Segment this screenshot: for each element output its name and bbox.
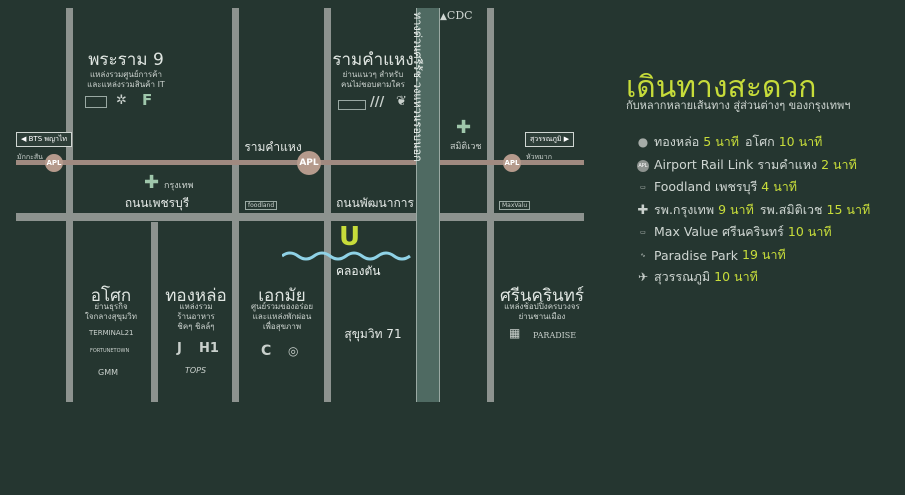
area-ramkhamhaeng-sub-2: คนไม่ชอบตามใคร [341,80,405,89]
area-srinakarin-title: ศรีนครินทร์ [499,286,584,306]
road-v-1 [66,8,73,402]
area-ramkhamhaeng-title: รามคำแหง [332,50,414,70]
hospital-bangkok-cross-icon: ✚ [144,172,160,193]
expressway [416,8,440,402]
tag-suvarnabhumi: สุวรรณภูมิ ▶ [525,132,575,147]
h1-logo: H1 [199,341,219,356]
area-rama9-title: พระราม 9 [88,50,164,70]
foodland-logo: foodland [245,201,278,210]
maxvalu-logo: MaxValu [499,201,531,210]
ramkham-logo-3-icon: ❦ [396,94,407,109]
cdc-logo: ▲CDC [440,9,473,22]
page-title: เดินทางสะดวก [626,70,817,105]
area-srinakarin-sub-1: แหล่งช้อปปิ้งครบวงจร [504,302,580,311]
triangle-icon: ▲ [440,12,447,22]
street-phatthanakan: ถนนพัฒนาการ [336,196,414,210]
legend-row-foodland: ▭ Foodland เพชรบุรี 4 นาที [636,177,797,197]
foodland-icon: ▭ [640,183,646,191]
fortunetown-logo: FORTUNETOWN [90,348,130,354]
plane-icon: ✈ [637,270,649,284]
page-subtitle: กับหลากหลายเส้นทาง สู่ส่วนต่างๆ ของกรุงเ… [626,99,851,112]
legend-row-suvarnabhumi: ✈ สุวรรณภูมิ 10 นาที [637,269,758,284]
area-thonglor-title: ทองหล่อ [165,286,227,306]
area-rama9-sub-1: แหล่งรวมศูนย์การค้า [89,70,162,79]
hospital-bangkok-label: กรุงเทพ [164,181,194,191]
arrow-right-icon: ▶ [563,135,570,143]
paradise-logo: PARADISE [533,331,577,340]
project-u-mark: U [339,222,361,252]
apl-station-makkasan: APL [45,154,63,172]
tag-bts-phayathai: ◀ BTS พญาไท [16,132,73,147]
dot-icon: ● [637,135,649,149]
area-ekkamai-sub-3: เพื่อสุขภาพ [262,322,302,331]
legend-row-hospital: ✚ รพ.กรุงเทพ 9 นาที รพ.สมิติเวช 15 นาที [637,202,871,218]
legend-row-maxvalu: ▭ Max Value ศรีนครินทร์ 10 นาที [636,222,831,242]
arrow-left-icon: ◀ [21,135,27,143]
street-ramkhamhaeng: รามคำแหง [244,140,302,154]
road-v-4 [324,8,331,402]
legend-row-thonglor: ● ทองหล่อ 5 นาที อโศก 10 นาที [637,134,823,149]
terminal21-logo: TERMINAL21 [89,329,134,337]
ekkamai-logo-circle-icon: ◎ [288,344,299,358]
area-thonglor-sub-3: ชิคๆ ชิลล์ๆ [177,322,215,331]
paradise-icon: ∿ [640,251,646,259]
j-avenue-logo: J [177,341,182,356]
map: ทางด่วนศรีรัช-วงแหวนรอบนอก ▲CDC พระราม 9… [16,8,584,402]
apl-station-ramkhamhaeng: APL [297,151,321,175]
canal-wave [282,251,411,261]
road-v-3 [232,8,239,402]
maxvalu-icon: ▭ [640,228,646,236]
canal-label: คลองตัน [336,264,381,278]
area-ramkhamhaeng-sub-1: ย่านแนวๆ สำหรับ [342,70,404,79]
street-phetchaburi: ถนนเพชรบุรี [124,196,190,210]
rama9-logo-box-icon [85,96,107,108]
station-huamak-label: หัวหมาก [526,153,552,161]
legend-row-paradise: ∿ Paradise Park 19 นาที [636,245,785,265]
gmm-logo: GMM [98,368,119,377]
road-v-5 [487,8,494,402]
area-thonglor-sub-1: แหล่งรวม [179,302,213,311]
area-ekkamai-sub-2: และแหล่งพักผ่อน [252,312,312,321]
road-phetchaburi [16,213,584,221]
area-srinakarin-sub-2: ย่านชานเมือง [518,312,566,321]
hospital-samitivej-cross-icon: ✚ [456,117,472,138]
ramkham-logo-2-icon: /// [370,95,385,110]
hospital-samitivej-label: สมิติเวช [450,142,482,152]
area-asoke-sub-2: ใจกลางสุขุมวิท [84,312,138,321]
road-v-2 [151,222,158,402]
ekkamai-logo-c-icon: C [261,343,272,359]
tops-logo: TOPS [185,366,207,375]
area-asoke-title: อโศก [90,286,132,306]
area-thonglor-sub-2: ร้านอาหาร [177,312,215,321]
cross-icon: ✚ [637,202,649,218]
legend-row-airport-link: APL Airport Rail Link รามคำแหง 2 นาที [636,155,857,175]
apl-icon: APL [636,159,650,172]
street-sukhumvit71: สุขุมวิท 71 [344,327,402,341]
ramkham-logo-1-icon [338,100,366,110]
rama9-logo-f-icon: F [142,91,153,109]
area-ekkamai-sub-1: ศูนย์รวมของอร่อย [250,302,314,311]
rama9-logo-flower-icon: ✲ [116,93,127,108]
area-asoke-sub-1: ย่านธุรกิจ [94,302,128,311]
station-makkasan-label: มักกะสัน [17,153,43,161]
area-rama9-sub-2: และแหล่งรวมสินค้า IT [87,80,165,89]
area-ekkamai-title: เอกมัย [258,286,306,306]
apl-station-huamak: APL [503,154,521,172]
srinakarin-logo-building-icon: ▦ [509,326,521,340]
